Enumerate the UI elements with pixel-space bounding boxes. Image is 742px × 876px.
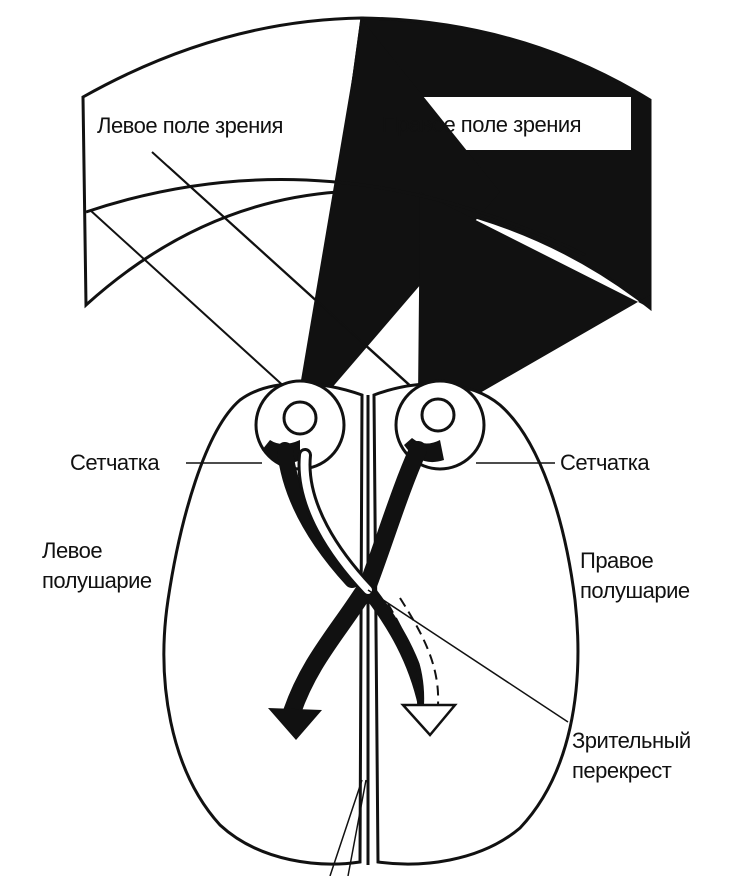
bottom-leader-2: [347, 779, 367, 876]
dashed-white-projection-edge: [399, 597, 440, 706]
chiasm-leader: [367, 589, 569, 723]
left-field-ray-3: [167, 165, 441, 413]
chiasm-label-line2: перекрест: [572, 758, 672, 783]
white-optic-pathway-fill: [300, 451, 372, 594]
right-field-ray-to-right-eye: [418, 192, 650, 416]
right-hemisphere-label-line2: полушарие: [580, 578, 690, 603]
chiasm-label-line1: Зрительный: [572, 728, 691, 753]
white-arrowhead: [400, 703, 458, 737]
left-field-ray-2: [89, 209, 311, 411]
left-hemisphere-label-line1: Левое: [42, 538, 102, 563]
dashed-white-projection: [391, 598, 433, 706]
retina-left-label: Сетчатка: [70, 450, 160, 475]
left-hemisphere-label-line2: полушарие: [42, 568, 152, 593]
bottom-leader-1: [329, 779, 363, 876]
right-hemisphere-outline: [372, 382, 580, 866]
dashed-white-projection-edge-2: [387, 603, 420, 706]
left-field-label: Левое поле зрения: [97, 113, 283, 138]
near-field-arc: [85, 178, 586, 257]
right-field-label: Правое поле зрения: [382, 112, 581, 137]
retina-right-label: Сетчатка: [560, 450, 650, 475]
black-arrowhead: [268, 708, 322, 740]
right-hemisphere-label-line1: Правое: [580, 548, 653, 573]
right-field-ray-to-left-eye: [298, 20, 500, 404]
left-visual-field: [81, 16, 364, 309]
